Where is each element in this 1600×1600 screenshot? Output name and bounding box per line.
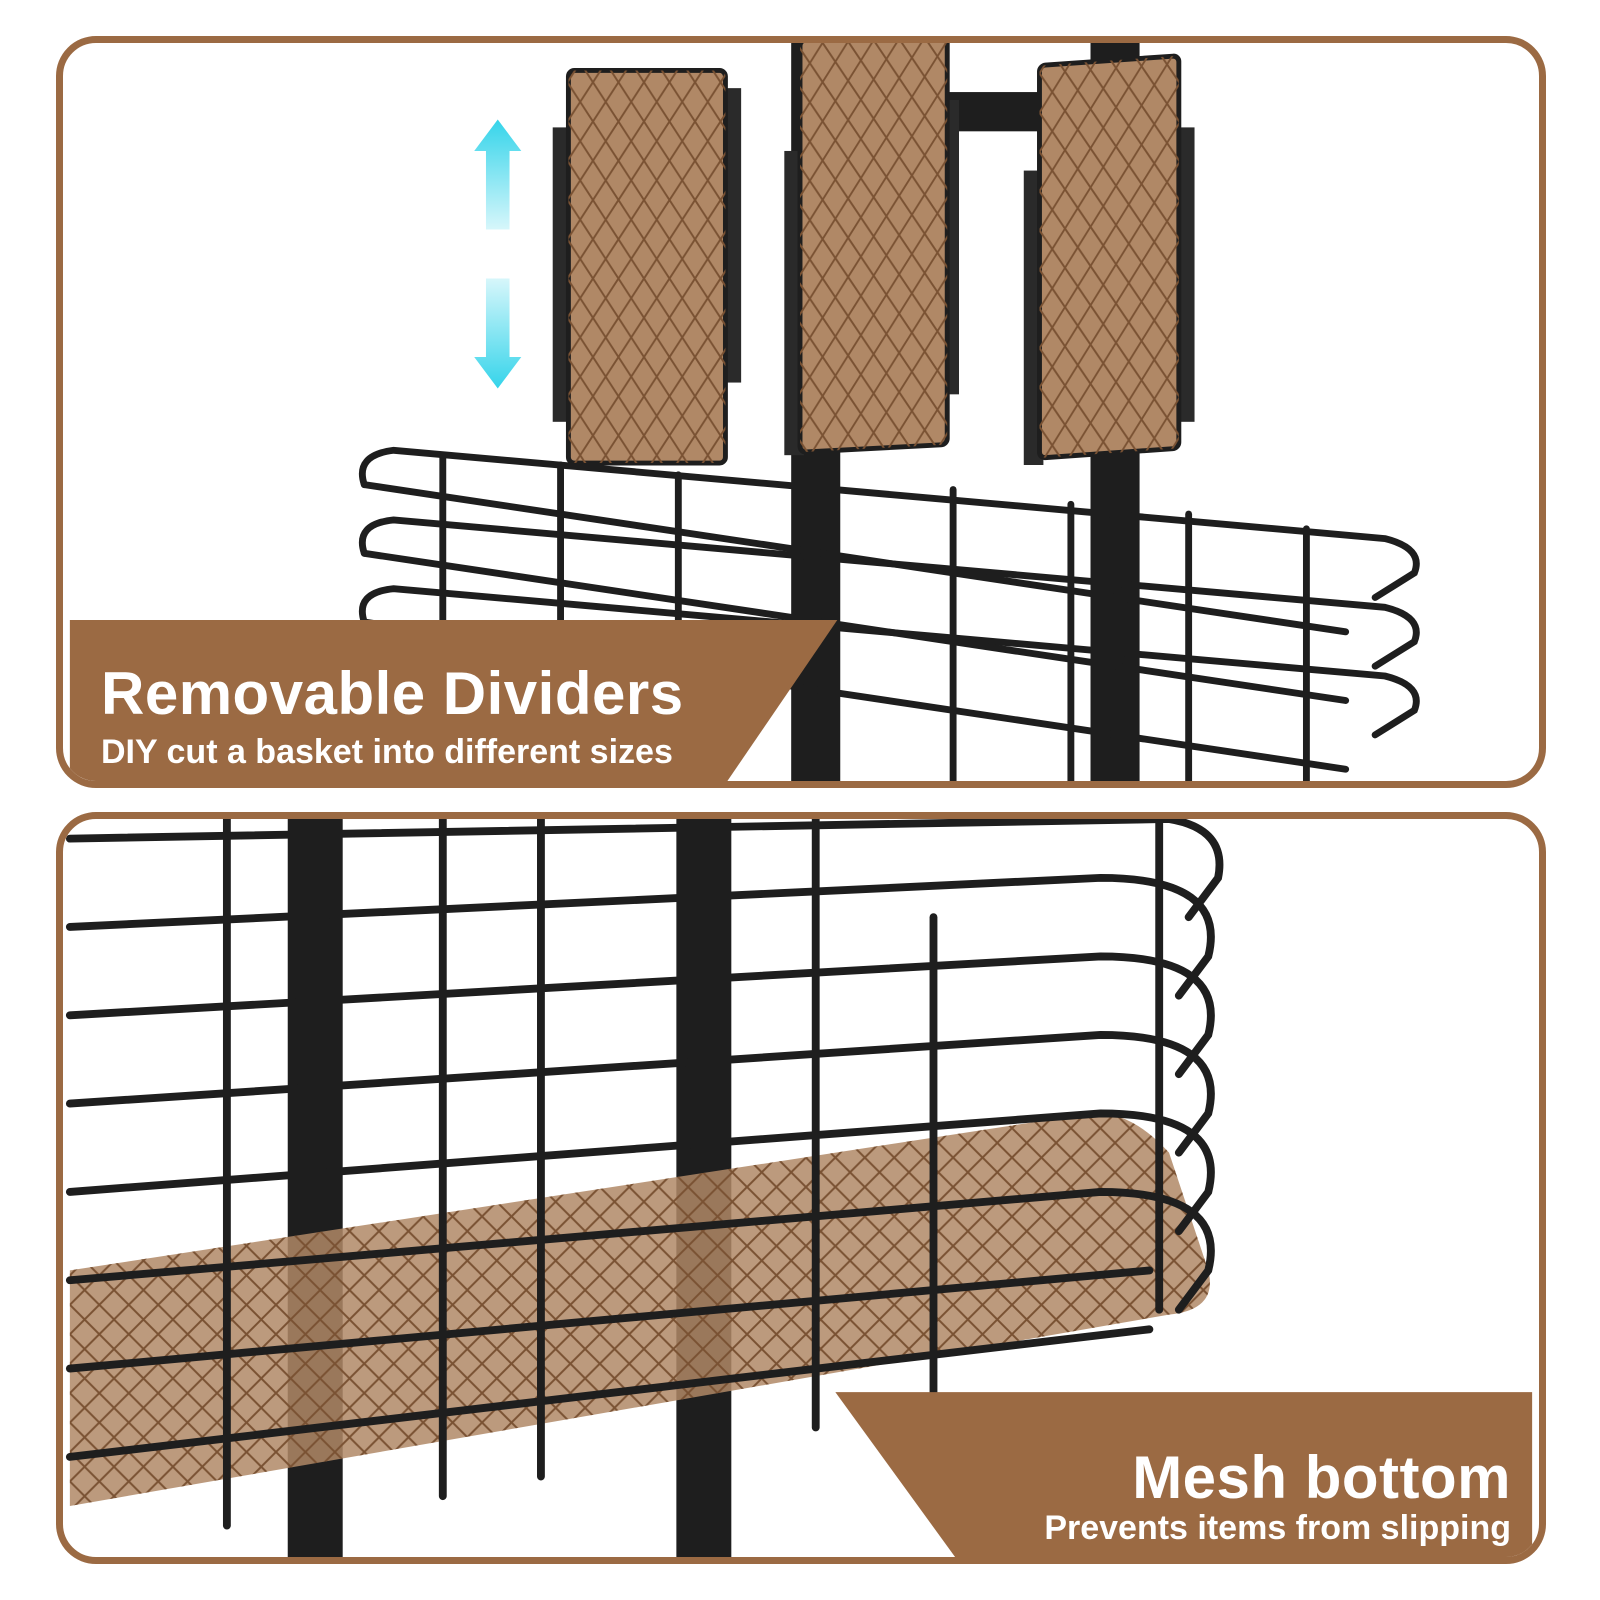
- divider-panel-middle: [784, 43, 960, 456]
- mesh-bottom-plate: [69, 1113, 1210, 1506]
- divider-panel-right: [1023, 53, 1195, 465]
- title-banner: [69, 620, 838, 781]
- double-vertical-arrow-icon: [474, 119, 522, 389]
- panel-subtitle: DIY cut a basket into different sizes: [101, 733, 673, 771]
- panel-title: Removable Dividers: [101, 660, 684, 727]
- panel-subtitle: Prevents items from slipping: [1044, 1509, 1511, 1547]
- title-banner: [835, 1392, 1533, 1557]
- panel-title: Mesh bottom: [1132, 1444, 1511, 1511]
- removable-dividers-panel: Removable Dividers DIY cut a basket into…: [56, 36, 1546, 788]
- mesh-bottom-panel: Mesh bottom Prevents items from slipping: [56, 812, 1546, 1564]
- mesh-bottom-illustration: [65, 819, 1533, 1557]
- divider-basket-illustration: [69, 43, 1420, 781]
- wire-basket: [65, 819, 1224, 1530]
- divider-panel-left: [552, 68, 742, 466]
